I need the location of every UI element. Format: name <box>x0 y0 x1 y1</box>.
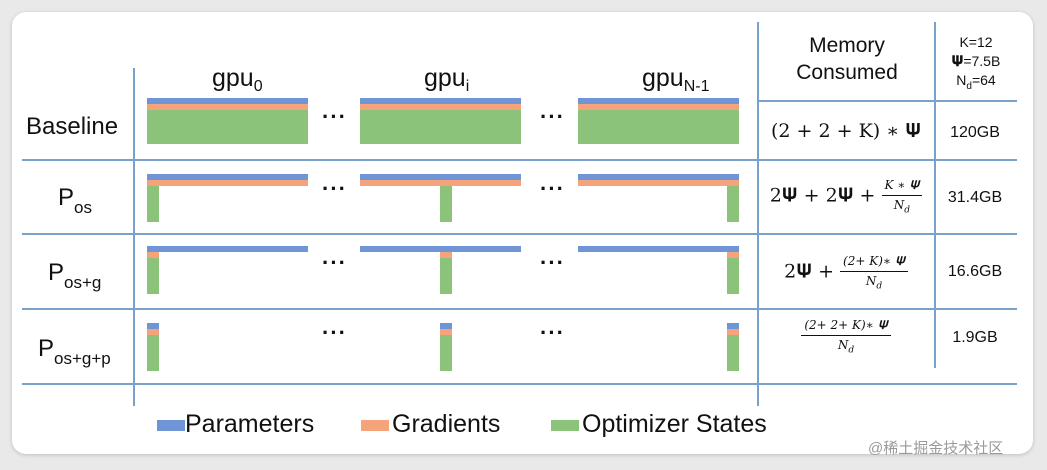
ellipsis-r4-a: ··· <box>322 320 347 345</box>
gpu-header-n-1: gpuN-1 <box>642 64 710 95</box>
legend-label-gradients: Gradients <box>392 410 501 438</box>
posgp-gpun-gradient-shard <box>727 329 739 335</box>
baseline-gpun-parameters <box>578 98 739 104</box>
row-separator-4 <box>22 383 1017 385</box>
ellipsis-r1-b: ··· <box>540 104 565 129</box>
pos-gpui-gradients <box>360 180 521 186</box>
pos-gpu0-gradients <box>147 180 308 186</box>
posgp-gpui-optimizer-shard <box>440 335 452 371</box>
posg-gpu0-gradient-shard <box>147 252 159 258</box>
ellipsis-r3-a: ··· <box>322 250 347 275</box>
baseline-gpun-optimizer-states <box>578 110 739 144</box>
legend-swatch-parameters <box>157 420 185 431</box>
pos-gpu0-parameters <box>147 174 308 180</box>
posg-gpun-parameters <box>578 246 739 252</box>
left-divider <box>133 68 135 406</box>
baseline-gpu0-parameters <box>147 98 308 104</box>
row-separator-2 <box>22 233 1017 235</box>
posgp-gpun-parameter-shard <box>727 323 739 329</box>
posgp-gpun-optimizer-shard <box>727 335 739 371</box>
gpu-header-0: gpu0 <box>212 64 263 95</box>
baseline-gpu0-optimizer-states <box>147 110 308 144</box>
posgp-gpu0-gradient-shard <box>147 329 159 335</box>
posg-gpui-parameters <box>360 246 521 252</box>
baseline-gpun-gradients <box>578 104 739 110</box>
pos-gpui-optimizer-shard <box>440 186 452 222</box>
header-separator <box>757 100 1017 102</box>
memory-baseline: 120GB <box>950 124 1000 141</box>
table-divider <box>757 22 759 406</box>
pos-gpui-parameters <box>360 174 521 180</box>
pos-gpun-gradients <box>578 180 739 186</box>
posg-gpun-optimizer-shard <box>727 258 739 294</box>
posg-gpun-gradient-shard <box>727 252 739 258</box>
value-column-divider <box>934 22 936 368</box>
pos-gpun-optimizer-shard <box>727 186 739 222</box>
pos-gpu0-optimizer-shard <box>147 186 159 222</box>
baseline-gpu0-gradients <box>147 104 308 110</box>
baseline-gpui-parameters <box>360 98 521 104</box>
ellipsis-r2-a: ··· <box>322 176 347 201</box>
posg-gpu0-optimizer-shard <box>147 258 159 294</box>
parameter-settings: K=12 𝚿=7.5B Nd=64 <box>951 34 1001 92</box>
posg-gpui-optimizer-shard <box>440 258 452 294</box>
legend-swatch-gradients <box>361 420 389 431</box>
row-label-pos: Pos <box>58 184 92 217</box>
posgp-gpui-gradient-shard <box>440 329 452 335</box>
posgp-gpu0-parameter-shard <box>147 323 159 329</box>
posg-gpui-gradient-shard <box>440 252 452 258</box>
row-label-pos-g-p: Pos+g+p <box>38 335 111 368</box>
watermark-text: @稀土掘金技术社区 <box>868 440 1004 457</box>
posgp-gpu0-optimizer-shard <box>147 335 159 371</box>
posgp-gpui-parameter-shard <box>440 323 452 329</box>
row-label-baseline: Baseline <box>26 113 119 140</box>
legend-swatch-optimizer-states <box>551 420 579 431</box>
legend-label-optimizer-states: Optimizer States <box>582 410 767 438</box>
ellipsis-r3-b: ··· <box>540 250 565 275</box>
memory-consumed-header: Memory Consumed <box>796 34 898 84</box>
ellipsis-r2-b: ··· <box>540 176 565 201</box>
memory-pos-g: 16.6GB <box>947 263 1003 280</box>
baseline-gpui-gradients <box>360 104 521 110</box>
formula-baseline: (2 + 2 + K) ∗ 𝚿 <box>771 120 921 142</box>
posg-gpu0-parameters <box>147 246 308 252</box>
legend-label-parameters: Parameters <box>185 410 315 438</box>
ellipsis-r1-a: ··· <box>322 104 347 129</box>
row-label-pos-g: Pos+g <box>48 259 102 292</box>
ellipsis-r4-b: ··· <box>540 320 565 345</box>
baseline-gpui-optimizer-states <box>360 110 521 144</box>
row-separator-1 <box>22 159 1017 161</box>
memory-pos: 31.4GB <box>947 189 1003 206</box>
gpu-header-i: gpui <box>424 64 470 95</box>
row-separator-3 <box>22 308 1017 310</box>
pos-gpun-parameters <box>578 174 739 180</box>
memory-pos-g-p: 1.9GB <box>952 329 998 346</box>
